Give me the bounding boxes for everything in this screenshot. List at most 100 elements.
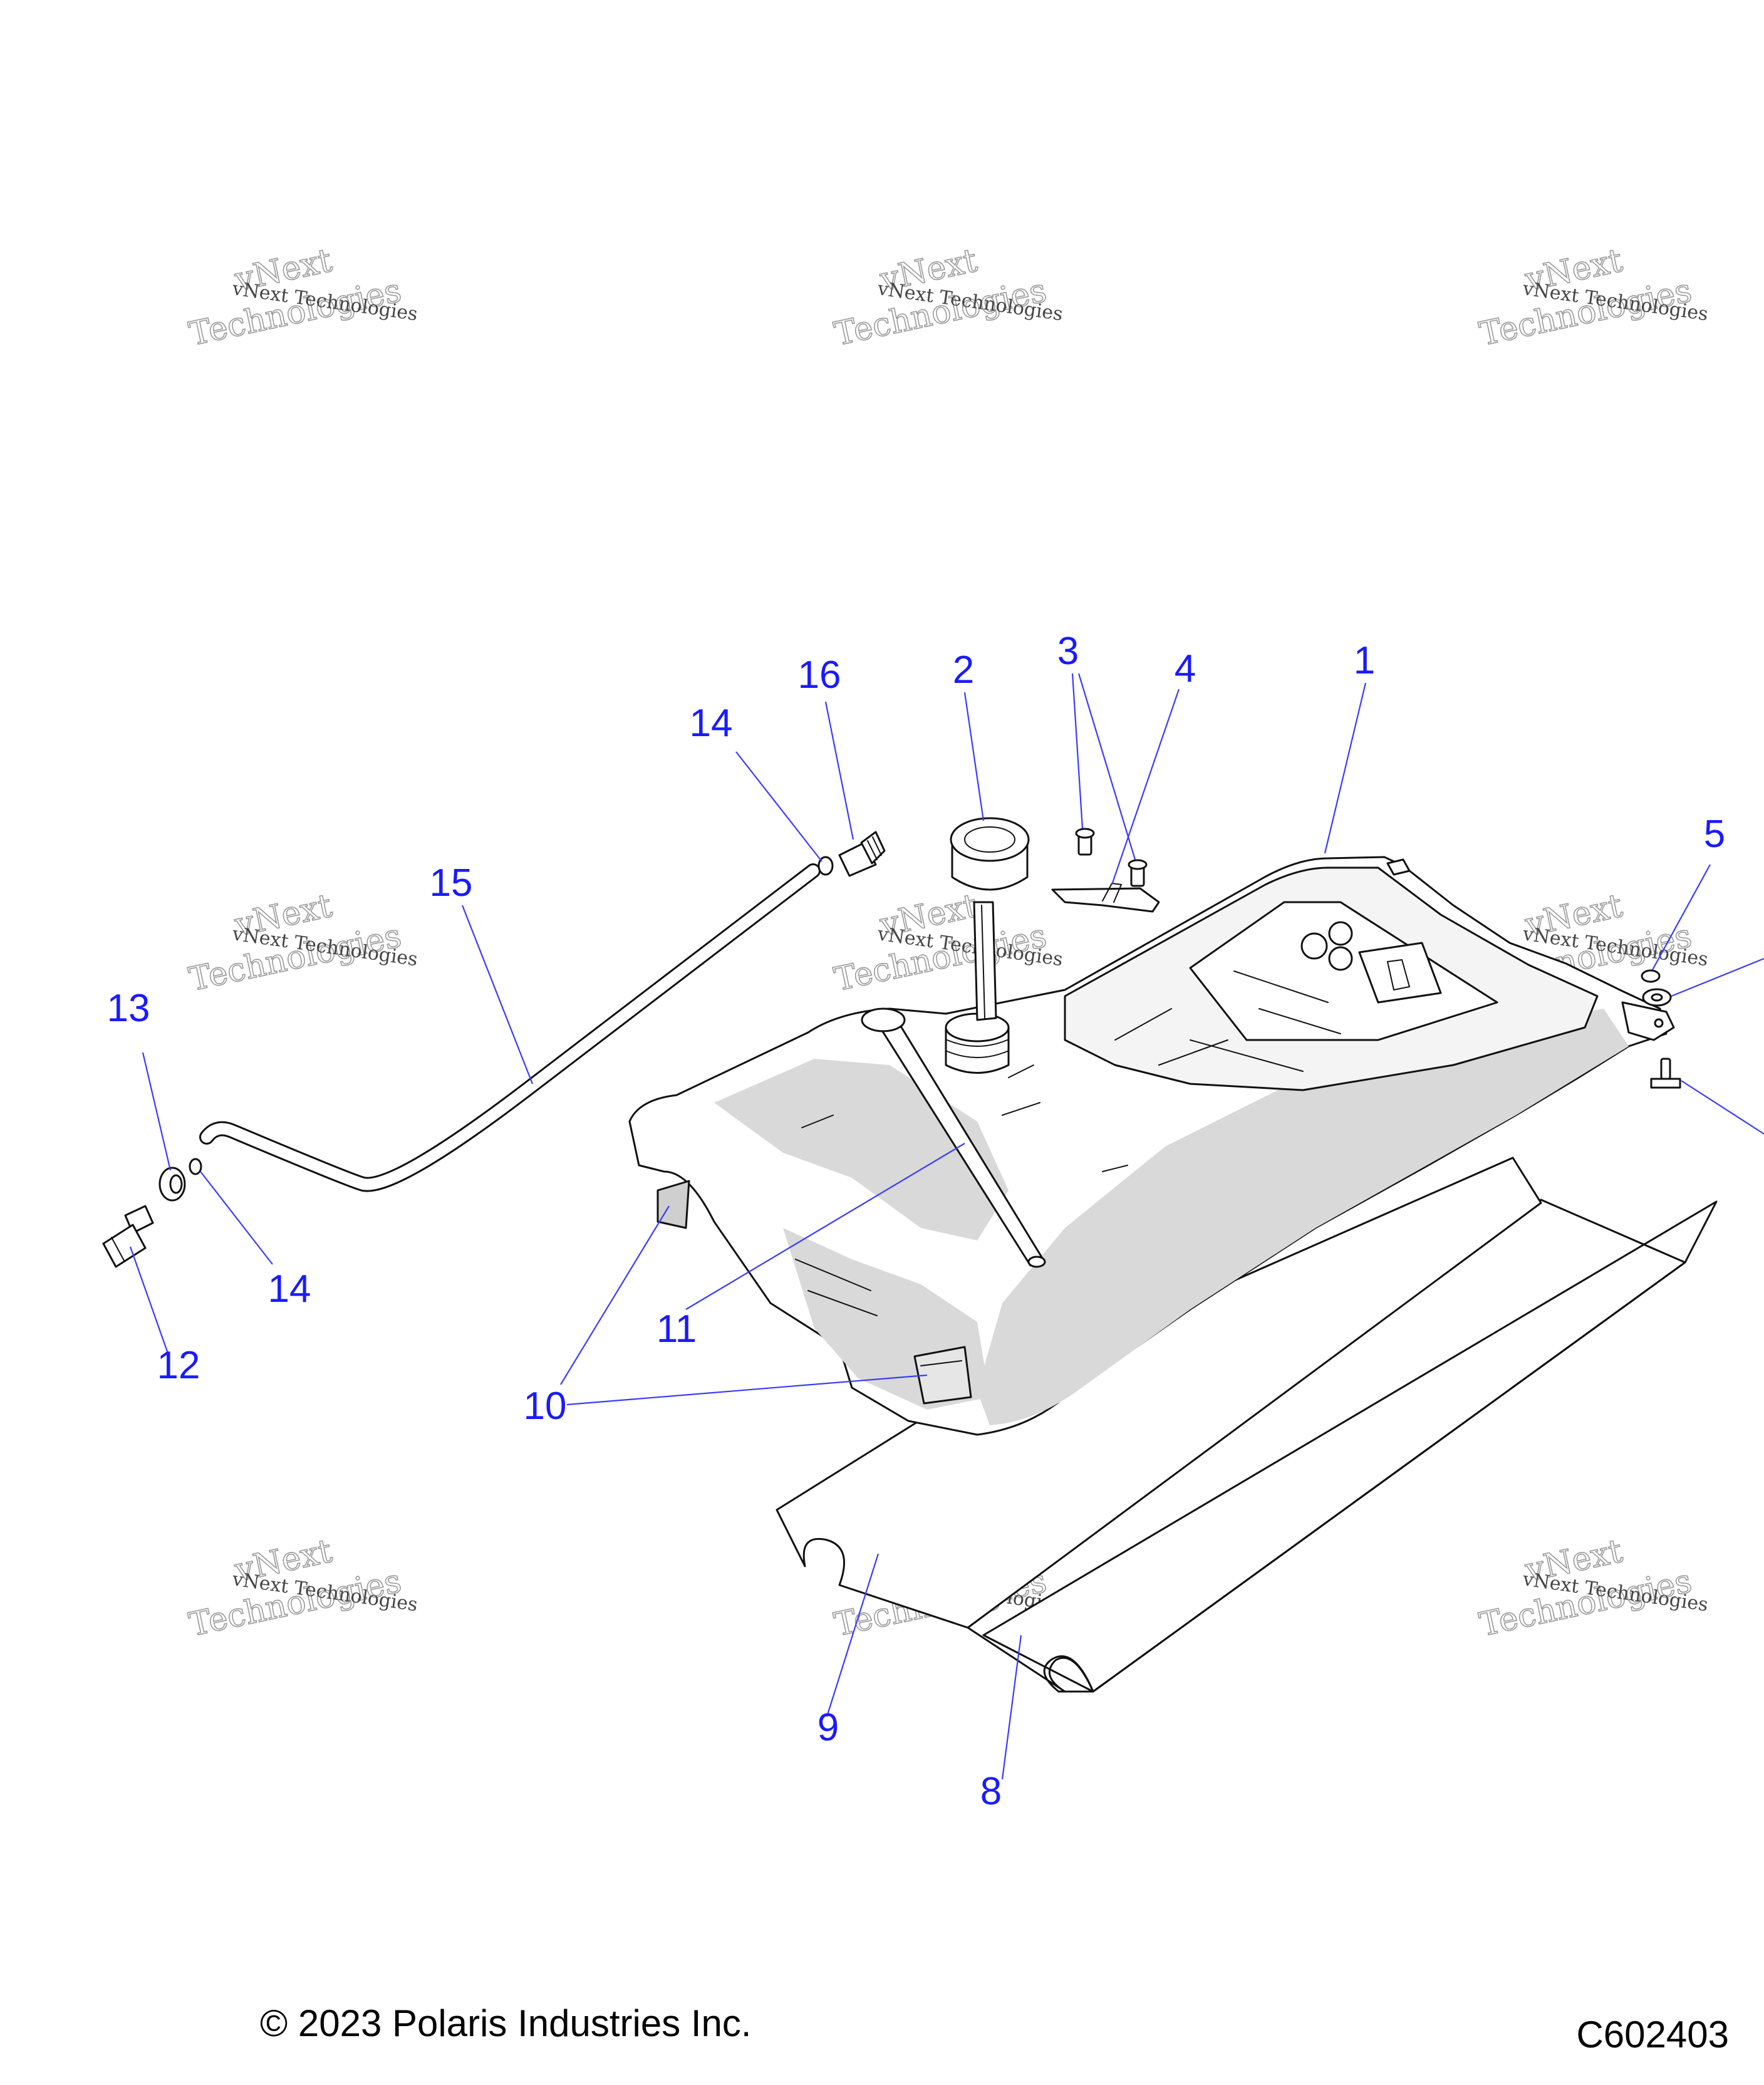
copyright-text: © 2023 Polaris Industries Inc. bbox=[260, 2002, 752, 2044]
decal-10a bbox=[656, 1180, 690, 1229]
leader-15 bbox=[461, 905, 534, 1084]
vent-fitting-16 bbox=[838, 831, 886, 877]
callout-1: 1 bbox=[1354, 639, 1375, 682]
leader-7 bbox=[1681, 1080, 1764, 1135]
bracket-4 bbox=[1051, 882, 1160, 913]
leader-16 bbox=[824, 701, 854, 840]
filler-neck-thread bbox=[947, 1051, 1008, 1058]
callout-9: 9 bbox=[817, 1706, 839, 1749]
fuel-tank-decal bbox=[1358, 942, 1442, 1004]
clamp-ring bbox=[189, 1158, 202, 1175]
decal-10b-line bbox=[920, 1360, 962, 1366]
fuel-gauge-rod bbox=[861, 1007, 1046, 1268]
check-valve-12 bbox=[102, 1205, 154, 1268]
leader-lines bbox=[129, 673, 1764, 1780]
fuel-tank-shade-front bbox=[977, 1009, 1629, 1425]
leader-3a bbox=[1071, 673, 1084, 829]
leader-14b bbox=[200, 1171, 273, 1265]
washer-outer bbox=[1641, 969, 1661, 983]
gauge-rod-head bbox=[861, 1007, 906, 1032]
callout-15: 15 bbox=[430, 861, 473, 905]
fuel-cap-tether bbox=[973, 901, 997, 1021]
leader-4 bbox=[1111, 689, 1180, 885]
fuel-cap-top bbox=[950, 817, 1030, 862]
fuel-tank-rib bbox=[1114, 1008, 1172, 1041]
fuel-tank-rib bbox=[795, 1259, 871, 1291]
stud-7 bbox=[1650, 1058, 1681, 1089]
callout-16: 16 bbox=[798, 653, 841, 697]
callout-11: 11 bbox=[656, 1308, 697, 1351]
fuel-tank-rib bbox=[1008, 1064, 1034, 1078]
callout-6: 6 bbox=[1762, 930, 1764, 974]
callout-labels: 1 2 3 4 5 6 8 9 10 11 12 13 14 14 15 16 bbox=[107, 630, 1764, 1813]
leader-13 bbox=[142, 1052, 172, 1171]
pad-9 bbox=[776, 1157, 1542, 1629]
figure-id: C602403 bbox=[1576, 2014, 1729, 2056]
callout-13: 13 bbox=[107, 987, 150, 1030]
callout-3: 3 bbox=[1057, 630, 1079, 673]
leader-10a bbox=[560, 1205, 670, 1385]
leader-12 bbox=[129, 1246, 169, 1354]
fuel-tank-emboss-line bbox=[1233, 970, 1329, 1003]
fuel-tank-rib bbox=[807, 1290, 878, 1316]
leader-10b bbox=[566, 1374, 928, 1406]
bolt-head bbox=[1128, 859, 1148, 870]
fuel-tank-rib bbox=[1102, 1165, 1128, 1172]
valve-flat bbox=[111, 1237, 125, 1261]
leader-9 bbox=[826, 1553, 879, 1717]
bracket-plate bbox=[1051, 887, 1160, 913]
valve-body bbox=[102, 1224, 147, 1268]
filler-neck-thread bbox=[947, 1039, 1008, 1047]
callout-2: 2 bbox=[953, 648, 974, 692]
fuel-tank-boss bbox=[1328, 946, 1353, 971]
leader-2 bbox=[963, 692, 985, 821]
fuel-tank-emboss-line bbox=[1190, 1039, 1304, 1072]
clamp-ring bbox=[817, 856, 834, 876]
leader-8 bbox=[1001, 1635, 1022, 1780]
leader-3b bbox=[1077, 673, 1136, 860]
grommet-6 bbox=[1642, 988, 1672, 1007]
fuel-tank-rib bbox=[1002, 1102, 1040, 1116]
fuel-tank-mount-hole bbox=[1654, 1018, 1664, 1028]
leader-11 bbox=[685, 1143, 965, 1310]
pad-8-outline bbox=[967, 1198, 1686, 1693]
callout-4: 4 bbox=[1175, 647, 1196, 690]
gauge-rod-tip bbox=[1027, 1256, 1046, 1268]
fitting-thread bbox=[872, 836, 882, 856]
leader-1 bbox=[1324, 682, 1367, 854]
fuel-tank-emboss-line bbox=[1258, 1008, 1341, 1034]
fuel-tank-label-area bbox=[1189, 901, 1498, 1041]
fuel-tank-mount-tab bbox=[1621, 1001, 1675, 1041]
fuel-cap bbox=[950, 817, 1030, 891]
leader-6 bbox=[1671, 957, 1764, 997]
washer-5 bbox=[1641, 969, 1661, 983]
fuel-tank-rib bbox=[801, 1115, 834, 1128]
callout-12: 12 bbox=[157, 1344, 200, 1387]
bolt-3a bbox=[1075, 828, 1095, 856]
callout-8: 8 bbox=[980, 1770, 1002, 1813]
leader-5 bbox=[1652, 864, 1711, 970]
hose-clamp-14b bbox=[189, 1158, 202, 1175]
filler-neck bbox=[945, 901, 1010, 1074]
fitting-thread bbox=[867, 840, 878, 860]
bracket-tab bbox=[1102, 882, 1123, 903]
fuel-tank-decal-mark bbox=[1386, 959, 1411, 991]
stud-base bbox=[1650, 1078, 1681, 1089]
fuel-tank-clip bbox=[1386, 858, 1411, 876]
fuel-tank-boss bbox=[1328, 921, 1353, 946]
grommet-hole bbox=[1651, 993, 1663, 1002]
fitting-barb bbox=[860, 831, 886, 865]
grommet-hole bbox=[169, 1174, 183, 1194]
fuel-tank-boss bbox=[1300, 932, 1328, 960]
fuel-cap-tether-line bbox=[981, 905, 985, 1019]
stud-shank bbox=[1660, 1058, 1671, 1080]
callout-14-lower: 14 bbox=[268, 1267, 311, 1311]
fuel-tank-rib bbox=[1158, 1039, 1228, 1066]
vent-hose-15-inner bbox=[201, 865, 819, 1190]
callout-5: 5 bbox=[1704, 813, 1725, 856]
bolt-3b bbox=[1128, 859, 1148, 887]
hose-clamp-14a bbox=[817, 856, 834, 876]
callout-10: 10 bbox=[524, 1385, 567, 1428]
callout-14-upper: 14 bbox=[690, 702, 733, 745]
